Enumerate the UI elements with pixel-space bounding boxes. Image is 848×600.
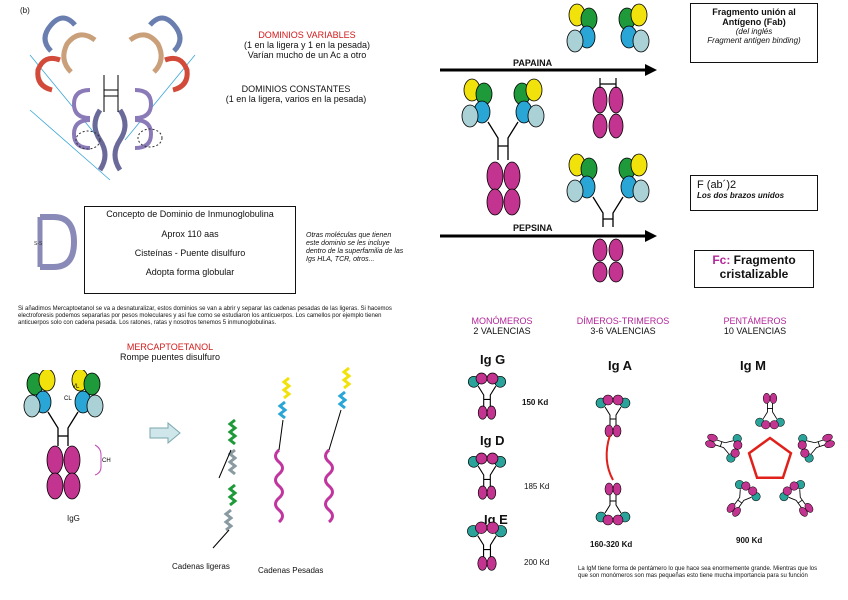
fab-line4: Fragment antigen binding) [707,36,801,45]
iga-weight: 160-320 Kd [590,540,633,549]
fc-line2: cristalizable [719,267,789,281]
igg-title: Ig G [480,352,506,367]
pepsina-label: PEPSINA [513,223,553,233]
dominios-constantes-line1: (1 en la ligera, varios en la pesada) [225,94,367,104]
y-antibody-ribbon [29,15,196,181]
ig-classes-diagram [467,372,835,571]
pentameros-sub: 10 VALENCIAS [723,326,787,336]
pentameros-header: PENTÁMEROS 10 VALENCIAS [710,316,800,336]
igm-title: Ig M [740,358,766,373]
fc-box: Fc: Fragmento cristalizable [694,250,814,288]
mini-antibody [797,433,835,463]
mini-antibody [705,433,743,463]
mini-antibody [779,480,814,517]
monomeros-header: MONÓMEROS 2 VALENCIAS [462,316,542,336]
dominios-constantes-title: DOMINIOS CONSTANTES [241,84,351,94]
dominios-variables-title: DOMINIOS VARIABLES [258,30,356,40]
igg-label: IgG [67,514,80,523]
igg-weight: 150 Kd [522,398,549,407]
fab-line1: Fragmento unión al [712,7,796,17]
paragraph: Si añadimos Mercaptoetanol se va a desna… [18,306,392,326]
heavy-chains-label: Cadenas Pesadas [258,566,324,575]
monomeros-sub: 2 VALENCIAS [473,326,531,336]
arrow-icon [149,422,181,444]
dimeros-header: DÍMEROS-TRIMEROS 3-6 VALENCIAS [568,316,678,336]
fab-line3: (del inglés [735,27,773,36]
separated-chains-diagram [212,366,352,549]
ige-weight: 200 Kd [524,558,550,567]
mini-antibody [595,482,631,526]
domain-structure-diagram: (b) [0,0,215,190]
pentameros-title: PENTÁMEROS [723,316,787,326]
papaina-label: PAPAINA [513,58,553,68]
ch-label: CH [102,458,111,464]
light-chains-label: Cadenas ligeras [172,562,230,571]
iga-title: Ig A [608,358,633,373]
mini-antibody [755,393,785,430]
monomeros-title: MONÓMEROS [471,316,533,326]
concept-line1: Aprox 110 aas [161,229,219,239]
vl-label: VL [72,384,80,390]
dominios-constantes-block: DOMINIOS CONSTANTES (1 en la ligera, var… [196,84,396,104]
fc-line1: Fragmento [733,253,796,267]
dominios-variables-block: DOMINIOS VARIABLES (1 en la ligera y 1 e… [212,30,402,60]
igg-before-diagram: VL CL CH [23,370,111,500]
side-note: Otras moléculas que tienen este dominio … [306,232,404,263]
svg-text:S-S: S-S [34,241,43,247]
mini-antibody [595,394,631,438]
mini-antibody [467,521,507,571]
igd-title: Ig D [480,433,505,448]
concept-box: Concepto de Dominio de Inmunoglobulina A… [84,206,296,294]
digestion-diagram [440,3,657,283]
igd-weight: 185 Kd [524,482,550,491]
fc-prefix: Fc: [712,253,731,267]
mercapto-subtitle: Rompe puentes disulfuro [119,352,221,362]
fab-line2: Antígeno (Fab) [722,17,786,27]
mercapto-block: MERCAPTOETANOL Rompe puentes disulfuro [100,342,240,362]
concept-line2: Cisteínas - Puente disulfuro [134,248,246,258]
fab2-box: F (ab´)2 Los dos brazos unidos [690,175,818,211]
concept-title: Concepto de Dominio de Inmunoglobulina [106,209,274,219]
fab2-line2: Los dos brazos unidos [697,191,785,200]
cl-label: CL [64,396,72,402]
igm-note: La IgM tiene forma de pentámero lo que h… [578,566,818,579]
dominios-variables-line1: (1 en la ligera y 1 en la pesada) [243,40,371,50]
dimeros-title: DÍMEROS-TRIMEROS [576,316,670,326]
mercapto-title: MERCAPTOETANOL [126,342,214,352]
j-chain [605,434,614,481]
concept-line3: Adopta forma globular [145,267,235,277]
ig-domain-icon: S-S [34,214,78,270]
mini-antibody [726,480,761,517]
mini-antibody [467,372,507,420]
igm-weight: 900 Kd [736,536,763,545]
dominios-variables-line2: Varían mucho de un Ac a otro [247,50,367,60]
fab2-line1: F (ab´)2 [697,179,737,191]
panel-tag: (b) [20,6,30,15]
dimeros-sub: 3-6 VALENCIAS [590,326,656,336]
fab-box: Fragmento unión al Antígeno (Fab) (del i… [690,3,818,63]
mini-antibody [467,452,507,500]
igm-pentamer-core [747,436,793,480]
